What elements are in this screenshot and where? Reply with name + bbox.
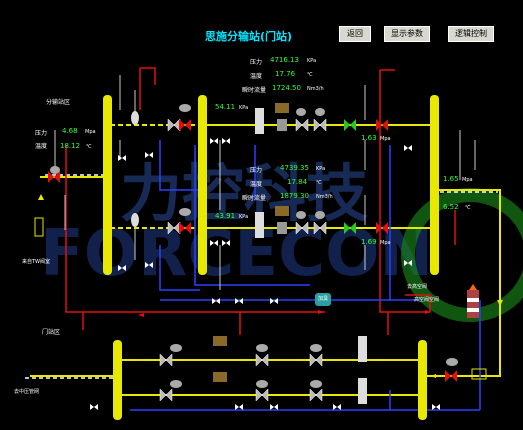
right-temp-unit: ℃ bbox=[465, 205, 471, 211]
line-top-left-value: 54.11 bbox=[215, 103, 236, 111]
label-to-pipe: 去中压管网 bbox=[14, 389, 40, 395]
label-from-tw: 来自TW阀室 bbox=[22, 259, 50, 265]
right-pressure-unit: Mpa bbox=[462, 177, 473, 183]
inlet-pressure-value: 4.68 bbox=[62, 127, 78, 135]
zone-label-gate: 门站区 bbox=[42, 329, 61, 336]
line-top-right-unit: Mpa bbox=[380, 136, 391, 142]
inlet-temp-label: 温度 bbox=[35, 143, 48, 150]
watermark-cn: 力控科技 bbox=[120, 157, 368, 230]
line-bottom-left-value: 43.91 bbox=[215, 212, 236, 220]
meter-top-pressure-unit: KPa bbox=[307, 58, 317, 64]
meter-bottom-pressure-value: 4739.35 bbox=[280, 164, 309, 172]
inlet-pressure-unit: Mpa bbox=[85, 129, 96, 135]
logic-control-button[interactable]: 逻辑控制 bbox=[448, 26, 494, 42]
show-params-button[interactable]: 显示参数 bbox=[384, 26, 430, 42]
line-bottom-left-unit: KPa bbox=[239, 214, 249, 220]
line-top-right-value: 1.63 bbox=[361, 134, 377, 142]
meter-top-flow-label: 瞬时流量 bbox=[242, 87, 267, 94]
meter-top-temp-label: 温度 bbox=[250, 73, 263, 80]
odorizer-pump[interactable]: 加臭 bbox=[315, 293, 331, 306]
line-bottom-right-unit: Mpa bbox=[380, 240, 391, 246]
meter-top-temp-unit: ℃ bbox=[307, 72, 313, 78]
meter-bottom-temp-unit: ℃ bbox=[316, 180, 322, 186]
header-tank-5 bbox=[418, 340, 427, 420]
right-pressure-value: 1.65 bbox=[443, 175, 459, 183]
line-bottom-right-value: 1.69 bbox=[361, 238, 377, 246]
line-top-left-unit: KPa bbox=[239, 105, 249, 111]
inlet-temp-value: 18.12 bbox=[60, 142, 81, 150]
meter-bottom-flow-label: 瞬时流量 bbox=[242, 195, 267, 202]
meter-bottom-flow-value: 1879.30 bbox=[280, 192, 309, 200]
meter-top-pressure-label: 压力 bbox=[250, 59, 263, 66]
meter-bottom-temp-value: 17.84 bbox=[287, 178, 308, 186]
meter-top-temp-value: 17.76 bbox=[275, 70, 296, 78]
zone-label-separation: 分输站区 bbox=[46, 99, 71, 106]
meter-bottom-pressure-label: 压力 bbox=[250, 167, 263, 174]
label-from-valve: 高空阀空阀 bbox=[414, 297, 440, 303]
meter-bottom-pressure-unit: KPa bbox=[316, 166, 326, 172]
back-button[interactable]: 返回 bbox=[339, 26, 371, 42]
page-title: 思施分输站(门站) bbox=[205, 30, 293, 43]
meter-bottom-temp-label: 温度 bbox=[250, 181, 263, 188]
header-tank-4 bbox=[113, 340, 122, 420]
meter-top-flow-unit: Nm3/h bbox=[307, 86, 324, 92]
label-to-valve: 去高空阀 bbox=[407, 284, 428, 290]
meter-top-flow-value: 1724.50 bbox=[272, 84, 301, 92]
meter-top-pressure-value: 4716.13 bbox=[270, 56, 299, 64]
meter-bottom-flow-unit: Nm3/h bbox=[316, 194, 333, 200]
header-tank-1 bbox=[103, 95, 112, 275]
header-tank-2 bbox=[198, 95, 207, 275]
inlet-pressure-label: 压力 bbox=[35, 130, 48, 137]
right-temp-value: 6.52 bbox=[443, 203, 459, 211]
header-tank-3 bbox=[430, 95, 439, 275]
inlet-temp-unit: ℃ bbox=[86, 144, 92, 150]
